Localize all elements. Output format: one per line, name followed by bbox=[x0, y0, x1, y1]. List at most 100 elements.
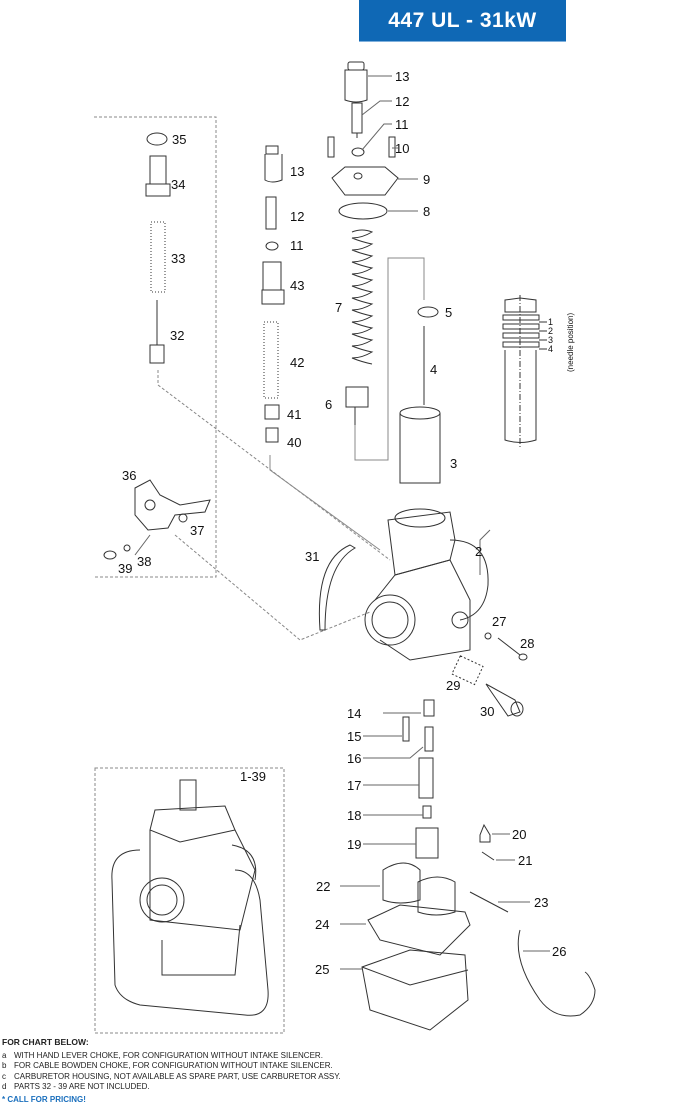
part-23-float-pin bbox=[469, 891, 509, 913]
part-14-jet bbox=[423, 699, 435, 717]
part-7-spring bbox=[351, 229, 374, 365]
callout-13a: 13 bbox=[395, 69, 409, 84]
callout-25: 25 bbox=[315, 962, 329, 977]
callout-23: 23 bbox=[534, 895, 548, 910]
callout-35: 35 bbox=[172, 132, 186, 147]
callout-2: 2 bbox=[475, 544, 482, 559]
part-16-tube bbox=[424, 726, 434, 752]
callout-18: 18 bbox=[347, 808, 361, 823]
callout-3: 3 bbox=[450, 456, 457, 471]
notes-heading: FOR CHART BELOW: bbox=[2, 1037, 89, 1047]
callout-10: 10 bbox=[395, 141, 409, 156]
part-20-float-needle bbox=[479, 823, 491, 843]
part-38-washer bbox=[123, 544, 131, 552]
part-41-sleeve bbox=[264, 404, 280, 420]
callout-11a: 11 bbox=[395, 117, 409, 132]
part-2-carburetor-body bbox=[364, 508, 489, 661]
callout-21: 21 bbox=[518, 853, 532, 868]
part-37-nut bbox=[178, 513, 188, 523]
callout-7: 7 bbox=[335, 300, 342, 315]
part-5-circlip bbox=[417, 306, 439, 318]
callout-33: 33 bbox=[171, 251, 185, 266]
callout-8: 8 bbox=[423, 204, 430, 219]
needle-position-3: 3 bbox=[548, 335, 553, 345]
needle-position-2: 2 bbox=[548, 326, 553, 336]
callout-5: 5 bbox=[445, 305, 452, 320]
callout-27: 27 bbox=[492, 614, 506, 629]
part-32-plunger bbox=[149, 300, 165, 364]
part-24-gasket bbox=[367, 904, 471, 956]
part-8-oring bbox=[338, 202, 388, 220]
hose-leader-line bbox=[269, 455, 381, 551]
callout-12b: 12 bbox=[290, 209, 304, 224]
part-28-idle-screw bbox=[497, 637, 528, 661]
assembly-box bbox=[94, 767, 285, 1034]
part-27-oring bbox=[484, 632, 492, 640]
part-31-hose bbox=[318, 544, 356, 631]
part-43-choke-housing bbox=[261, 261, 285, 305]
callout-22: 22 bbox=[316, 879, 330, 894]
callout-28: 28 bbox=[520, 636, 534, 651]
callout-6: 6 bbox=[325, 397, 332, 412]
part-35-cap bbox=[146, 132, 168, 146]
part-12b-adjuster bbox=[265, 196, 277, 230]
part-6-needle-clip bbox=[345, 386, 369, 425]
part-40-plunger bbox=[265, 427, 279, 443]
part-11b-nut bbox=[265, 241, 279, 251]
callout-43: 43 bbox=[290, 278, 304, 293]
callout-34: 34 bbox=[171, 177, 185, 192]
callout-4: 4 bbox=[430, 362, 437, 377]
part-12a-adjuster bbox=[351, 102, 363, 138]
part-9-cover bbox=[331, 166, 399, 196]
choke-group-box bbox=[94, 116, 217, 578]
callout-14: 14 bbox=[347, 706, 361, 721]
needle-position-1: 1 bbox=[548, 317, 553, 327]
needle-position-4: 4 bbox=[548, 344, 553, 354]
callout-38: 38 bbox=[137, 554, 151, 569]
callout-13b: 13 bbox=[290, 164, 304, 179]
part-25-float-bowl bbox=[361, 949, 469, 1031]
part-10-screws bbox=[327, 136, 396, 158]
part-30-screw bbox=[485, 683, 524, 717]
part-11a-nut bbox=[351, 147, 365, 157]
callout-24: 24 bbox=[315, 917, 329, 932]
part-42-spring bbox=[263, 321, 279, 399]
callout-16: 16 bbox=[347, 751, 361, 766]
part-29-spring bbox=[451, 655, 484, 686]
part-18-main-jet bbox=[422, 805, 432, 819]
part-26-hose bbox=[517, 929, 596, 1017]
part-33-spring bbox=[150, 221, 166, 293]
callout-20: 20 bbox=[512, 827, 526, 842]
part-36-bracket bbox=[134, 479, 211, 531]
callout-42: 42 bbox=[290, 355, 304, 370]
callout-37: 37 bbox=[190, 523, 204, 538]
callout-40: 40 bbox=[287, 435, 301, 450]
callout-36: 36 bbox=[122, 468, 136, 483]
part-15-pilot-jet bbox=[402, 716, 410, 742]
callout-leaders bbox=[134, 75, 550, 970]
callout-29: 29 bbox=[446, 678, 460, 693]
part-19-filter bbox=[415, 827, 439, 859]
callout-30: 30 bbox=[480, 704, 494, 719]
part-39-screw bbox=[103, 550, 117, 560]
part-34-choke-housing bbox=[145, 155, 171, 197]
part-21-pin bbox=[481, 851, 495, 861]
callout-26: 26 bbox=[552, 944, 566, 959]
callout-31: 31 bbox=[305, 549, 319, 564]
needle-position-caption: (needle position) bbox=[566, 313, 575, 372]
choke-leader-line bbox=[157, 370, 391, 561]
part-22-floats bbox=[382, 862, 456, 916]
part-13a-cap bbox=[344, 61, 368, 103]
callout-32: 32 bbox=[170, 328, 184, 343]
slide-connector-line bbox=[354, 257, 425, 461]
assembly-illustration bbox=[111, 779, 269, 1016]
callout-9: 9 bbox=[423, 172, 430, 187]
callout-19: 19 bbox=[347, 837, 361, 852]
callout-15: 15 bbox=[347, 729, 361, 744]
